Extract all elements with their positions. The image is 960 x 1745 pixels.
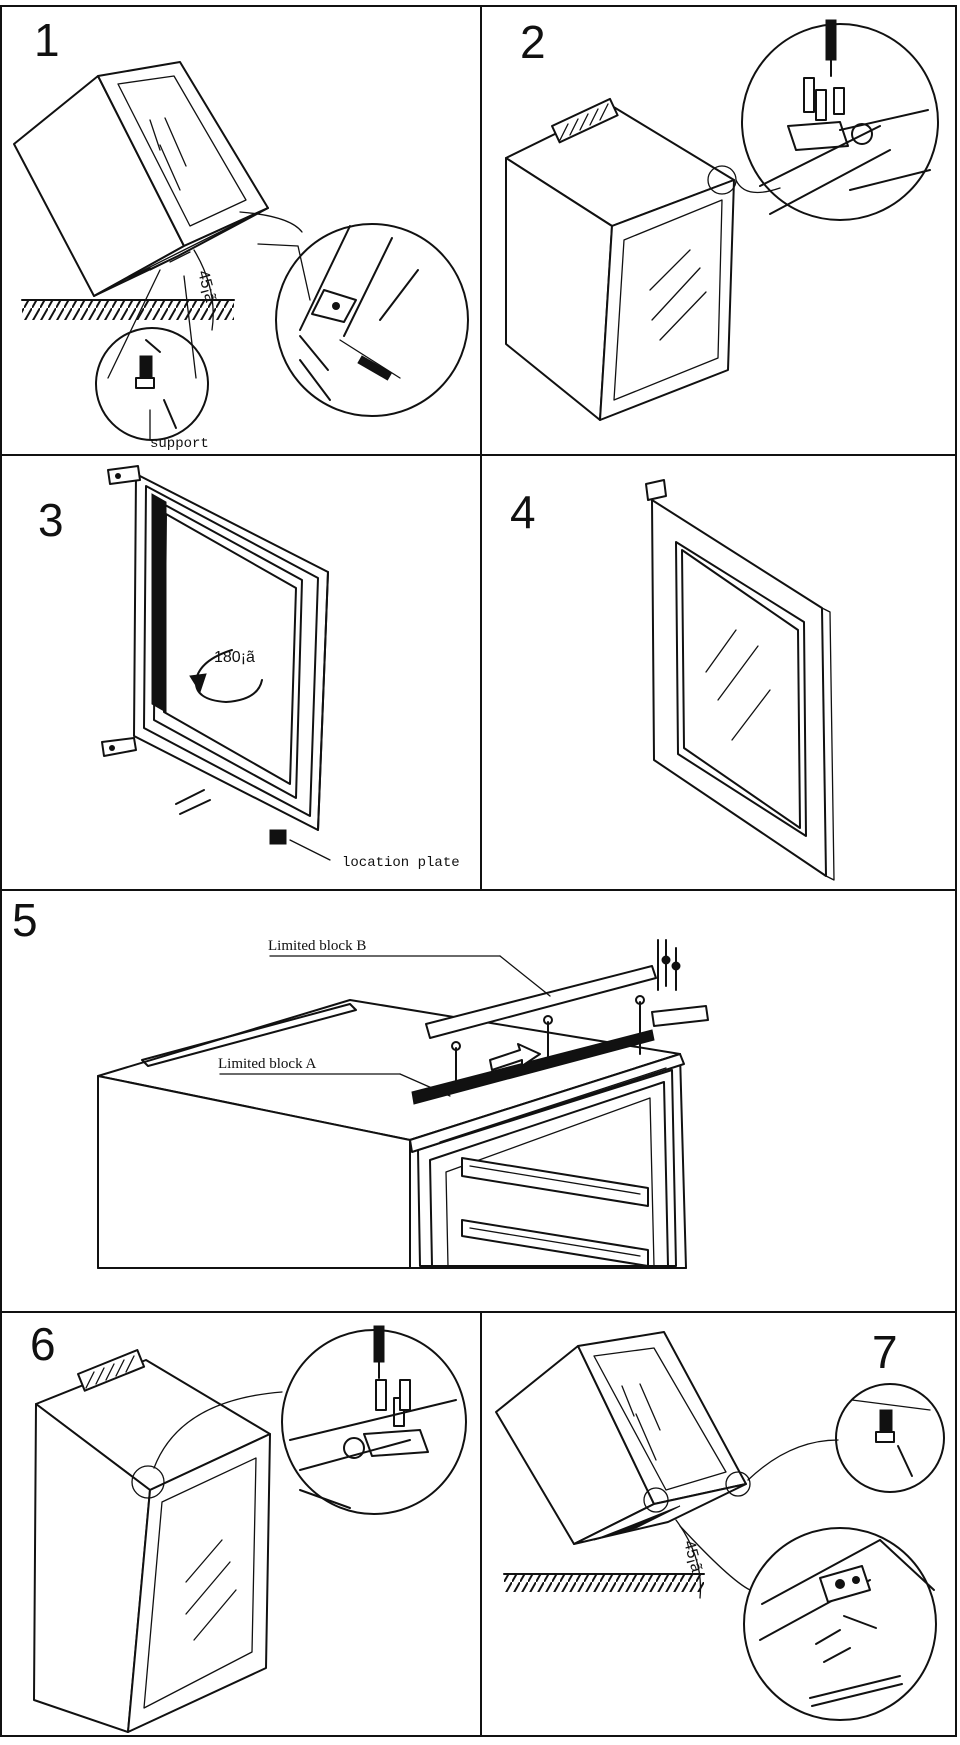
panel-grid xyxy=(0,5,957,1737)
hinge-bracket xyxy=(651,1005,709,1027)
step-5-panel: 5 Limited block B xyxy=(12,894,709,1269)
cabinet-front-view xyxy=(505,97,737,421)
step-2-number: 2 xyxy=(520,16,546,68)
step-4-number: 4 xyxy=(510,486,536,538)
cabinet-front-view-final xyxy=(33,1349,283,1733)
tilted-cabinet xyxy=(13,61,269,297)
cabinet-top-view xyxy=(97,999,687,1269)
step-6-number: 6 xyxy=(30,1318,56,1370)
limited-block-a: Limited block A xyxy=(218,1029,655,1105)
limited-block-b-label: Limited block B xyxy=(268,938,366,954)
step-1-number: 1 xyxy=(34,14,60,66)
hinge-closeup-circle-7 xyxy=(743,1527,937,1721)
step-1-panel: 1 45¡ã support xyxy=(13,14,469,452)
step-5-number: 5 xyxy=(12,894,38,946)
floor-hatch xyxy=(22,300,234,320)
floor-hatch-7 xyxy=(504,1574,704,1592)
hinge-closeup-circle xyxy=(275,223,469,417)
limited-block-b: Limited block B xyxy=(268,938,657,1039)
door-reassembled xyxy=(645,479,835,881)
step-4-panel: 4 xyxy=(510,479,835,881)
location-plate-label: location plate xyxy=(342,855,460,871)
slide-arrow xyxy=(489,1043,541,1071)
step-7-number: 7 xyxy=(872,1326,898,1378)
rotate-arrow xyxy=(194,649,263,703)
support-label: support xyxy=(150,436,209,452)
door-rotated: 180¡ã location plate xyxy=(101,465,460,871)
limited-block-a-label: Limited block A xyxy=(218,1056,316,1072)
step-7-angle-label: 45¡ã xyxy=(680,1539,705,1574)
tilted-cabinet-7 xyxy=(495,1331,751,1545)
rotation-angle-label: 180¡ã xyxy=(214,649,255,666)
step-1-angle-label: 45¡ã xyxy=(194,269,219,304)
step-3-number: 3 xyxy=(38,494,64,546)
step-7-panel: 7 45¡ã xyxy=(495,1326,945,1721)
step-3-panel: 3 180¡ã location plate xyxy=(38,465,460,871)
step-6-panel: 6 xyxy=(30,1318,467,1733)
step-2-panel: 2 xyxy=(505,16,939,421)
angle-arc xyxy=(193,249,214,331)
